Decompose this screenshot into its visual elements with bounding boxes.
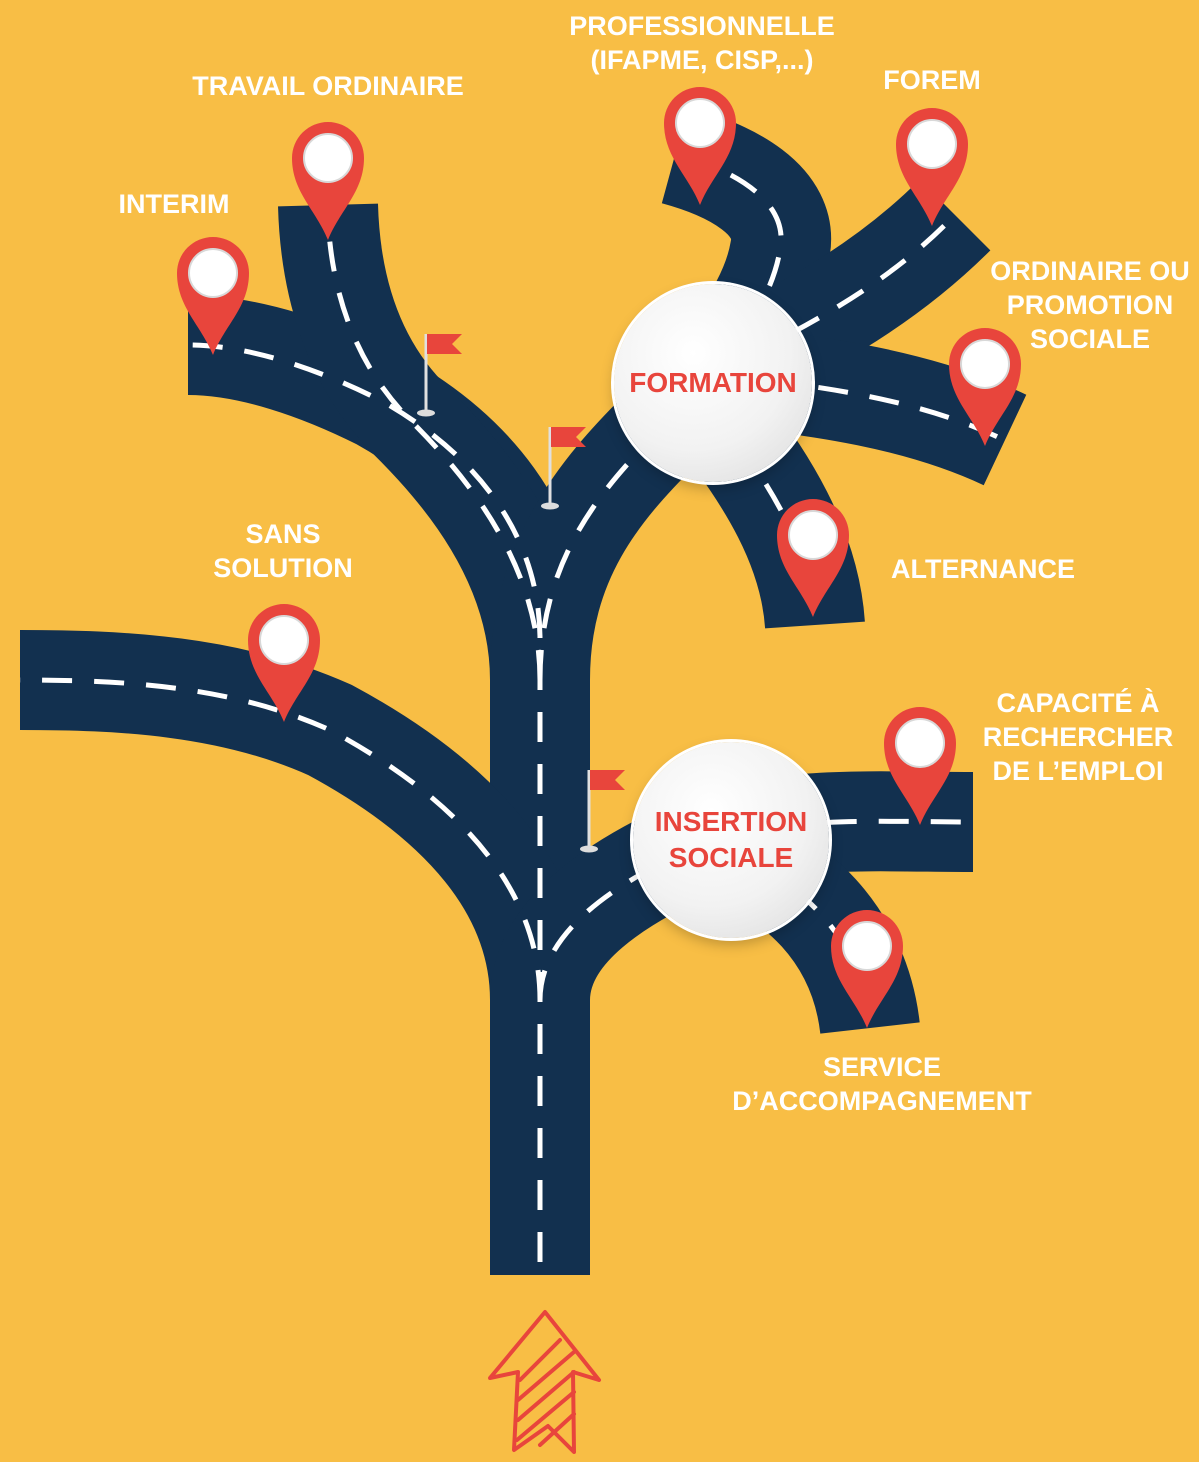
formation-hub-label: FORMATION xyxy=(629,367,797,398)
label-capacite-rechercher-emploi: CAPACITÉ À RECHERCHER DE L’EMPLOI xyxy=(982,688,1174,786)
label-sans-solution: SANS SOLUTION xyxy=(213,519,353,583)
label-travail-ordinaire: TRAVAIL ORDINAIRE xyxy=(192,71,464,101)
formation-hub: FORMATION xyxy=(614,284,812,482)
label-alternance: ALTERNANCE xyxy=(891,554,1075,584)
label-forem: FOREM xyxy=(883,65,981,95)
insertion-hub-label-line1: INSERTION xyxy=(654,806,808,837)
insertion-hub-label-line2: SOCIALE xyxy=(668,842,794,873)
label-service-accompagnement: SERVICE D’ACCOMPAGNEMENT xyxy=(732,1052,1032,1116)
insertion-sociale-hub: INSERTION SOCIALE xyxy=(633,742,829,938)
label-professionnelle: PROFESSIONNELLE (IFAPME, CISP,...) xyxy=(569,11,835,75)
label-interim: INTERIM xyxy=(118,189,230,219)
up-arrow-icon xyxy=(488,1310,601,1454)
label-ordinaire-promotion-sociale: ORDINAIRE OU PROMOTION SOCIALE xyxy=(990,256,1190,354)
